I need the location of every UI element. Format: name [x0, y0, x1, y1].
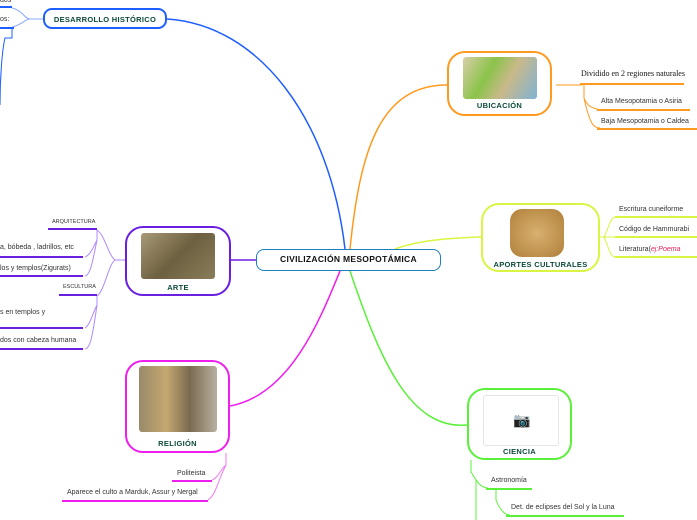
lamassu-relief-image [141, 233, 215, 279]
ubicacion-node[interactable]: UBICACIÓN [447, 51, 552, 116]
mesopotamia-map-image [463, 57, 537, 99]
ciencia-title: CIENCIA [503, 447, 536, 456]
ubicacion-item[interactable]: Baja Mesopotamia o Caldea [601, 118, 689, 125]
arte-node[interactable]: ARTE [125, 226, 231, 296]
desarrollo-historico-title: DESARROLLO HISTÓRICO [53, 15, 157, 24]
desarrollo-item[interactable]: dos [0, 0, 12, 4]
arquitectura-label[interactable]: ARQUITECTURA [52, 219, 96, 225]
escultura-item[interactable]: s en templos y [0, 309, 46, 316]
image-placeholder: 📷 [483, 395, 559, 446]
ciencia-item[interactable]: Astronomía [491, 477, 527, 484]
escultura-item[interactable]: dos con cabeza humana [0, 337, 77, 344]
ubicacion-item[interactable]: Alta Mesopotamia o Asiria [601, 98, 682, 105]
aportes-item[interactable]: Código de Hammurabi [619, 226, 690, 233]
deities-collage-image [139, 366, 217, 432]
camera-icon: 📷 [513, 412, 531, 428]
religion-node[interactable]: RELIGIÓN [125, 360, 230, 453]
literatura-example: ej:Poema [650, 246, 681, 253]
arquitectura-item[interactable]: los y templos(Zigurats) [0, 265, 71, 272]
aportes-title: APORTES CULTURALES [493, 260, 588, 269]
escultura-label[interactable]: ESCULTURA [63, 284, 96, 290]
ciencia-item[interactable]: Det. de eclipses del Sol y la Luna [511, 504, 615, 511]
religion-title: RELIGIÓN [158, 439, 197, 448]
ubicacion-title: UBICACIÓN [476, 101, 523, 110]
desarrollo-historico-node[interactable]: DESARROLLO HISTÓRICO [43, 8, 167, 29]
aportes-culturales-node[interactable]: APORTES CULTURALES [481, 203, 600, 272]
arte-title: ARTE [167, 283, 189, 292]
arquitectura-item[interactable]: a, bóbeda , ladrillos, etc [0, 244, 74, 251]
ubicacion-item[interactable]: Dividido en 2 regiones naturales [581, 69, 685, 78]
central-topic[interactable]: CIVILIZACIÓN MESOPOTÁMICA [256, 249, 441, 271]
aportes-item[interactable]: Literatura(ej:Poema [619, 246, 680, 253]
religion-item[interactable]: Politeista [177, 470, 206, 477]
ciencia-node[interactable]: 📷 CIENCIA [467, 388, 572, 460]
aportes-item[interactable]: Escritura cuneiforme [619, 206, 684, 213]
cuneiform-tablet-image [510, 209, 564, 257]
literatura-label: Literatura( [619, 246, 651, 253]
religion-item[interactable]: Aparece el culto a Marduk, Assur y Nerga… [67, 489, 198, 496]
desarrollo-item[interactable]: os: [0, 16, 10, 23]
